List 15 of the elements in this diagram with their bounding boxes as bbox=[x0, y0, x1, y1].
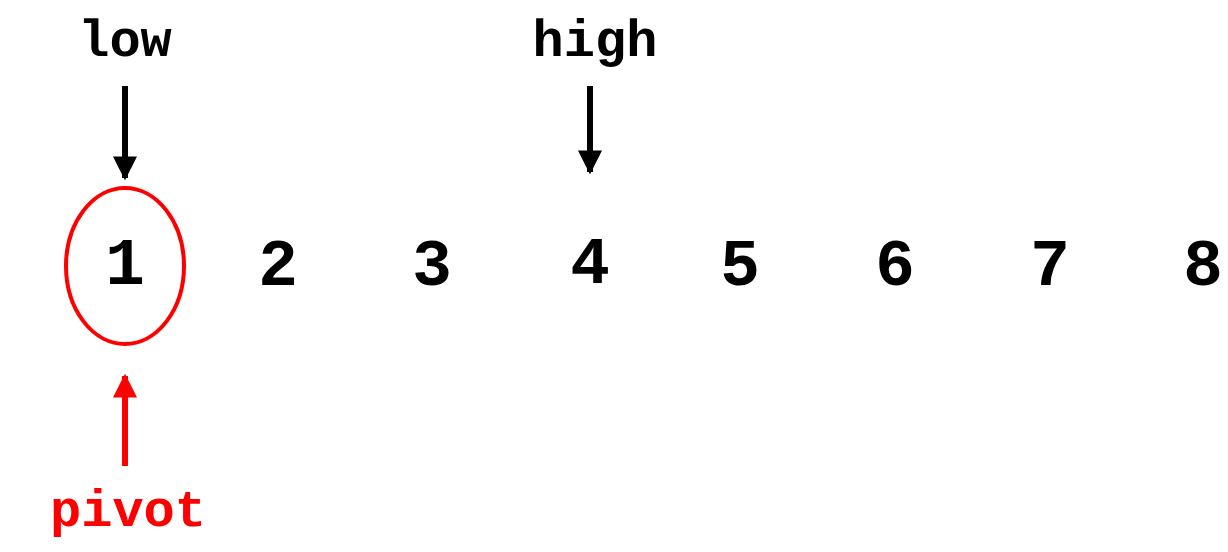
arrow bbox=[113, 373, 137, 466]
array-element: 4 bbox=[570, 227, 610, 303]
arrow bbox=[578, 86, 602, 175]
array-value: 1 bbox=[105, 228, 145, 304]
circled-element bbox=[64, 186, 186, 346]
pointer-label: pivot bbox=[50, 482, 206, 542]
array-element: 7 bbox=[1030, 235, 1070, 301]
array-element: 2 bbox=[258, 235, 298, 301]
pointer-label: low bbox=[78, 12, 172, 72]
array-element: 8 bbox=[1183, 235, 1223, 301]
array-element: 5 bbox=[720, 235, 760, 301]
pointer-label: high bbox=[532, 12, 658, 72]
array-element: 6 bbox=[875, 235, 915, 301]
array-element: 3 bbox=[412, 235, 452, 301]
arrow bbox=[113, 86, 137, 181]
